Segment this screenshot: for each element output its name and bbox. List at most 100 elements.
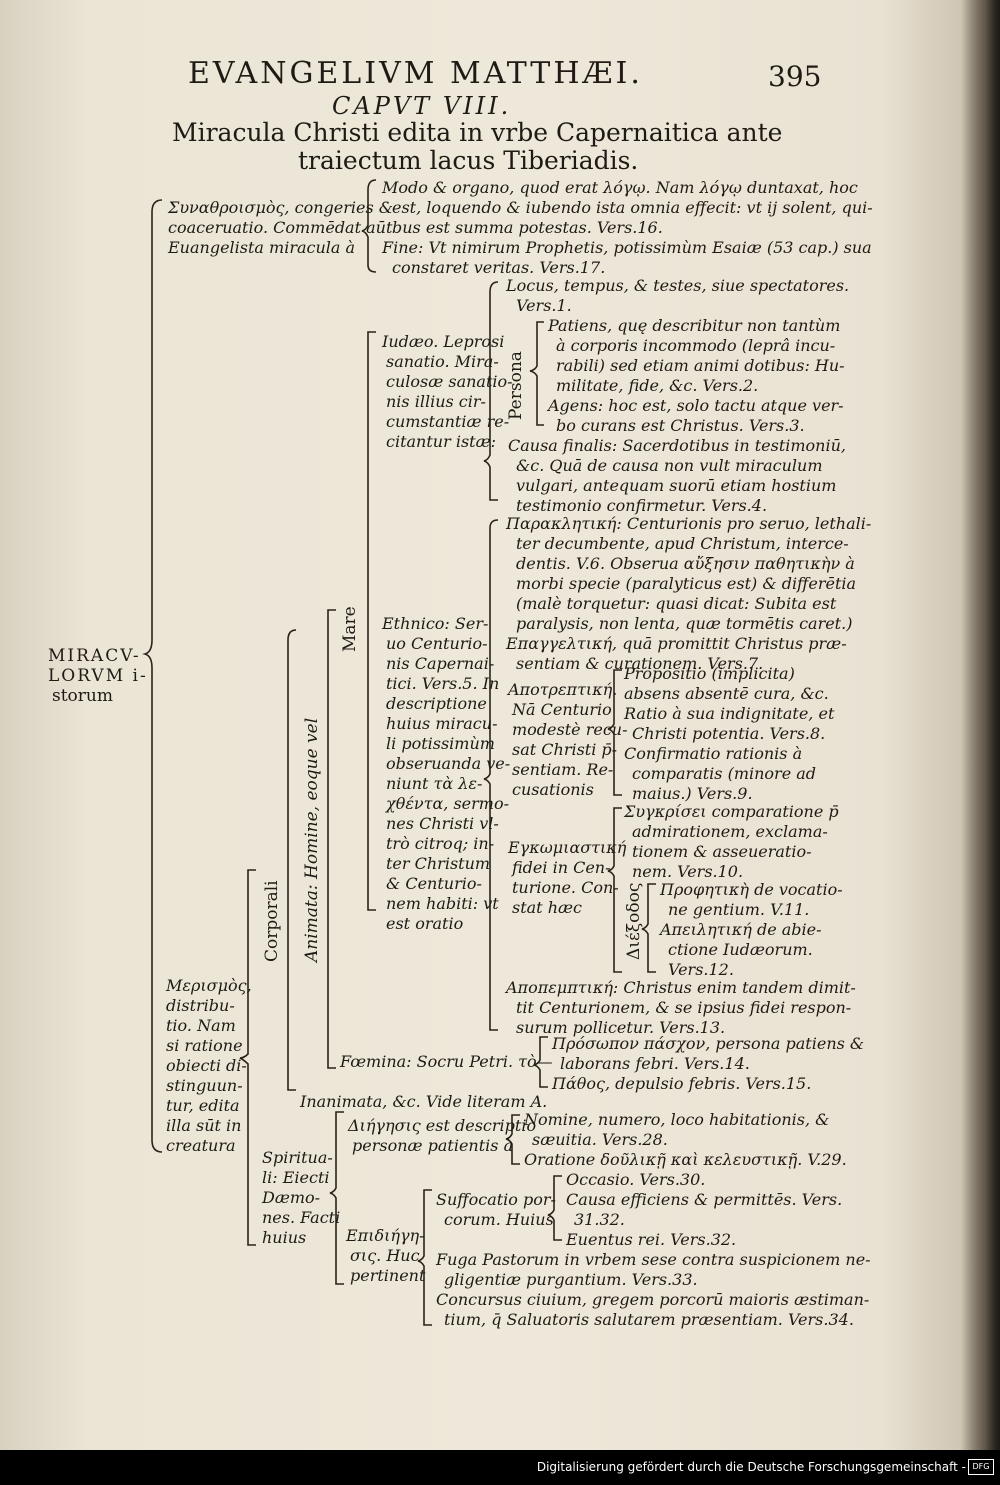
apoprepotike-text: modestè recu-	[512, 720, 628, 739]
enkomiastike-text: turione. Con-	[512, 878, 619, 897]
iudaeo-label: cumstantiæ re-	[386, 412, 510, 431]
paraklitike-text: paralysis, non lenta, quæ tormētis caret…	[516, 614, 853, 633]
causa-finalis-text: Causa finalis: Sacerdotibus in testimoni…	[508, 436, 846, 455]
ethnico-label: nis Capernai-	[386, 654, 495, 673]
spiritu-label: li: Eiecti	[262, 1168, 330, 1187]
ethnico-label: ter Christum	[386, 854, 491, 873]
page-fold-shadow	[962, 0, 1000, 1450]
ethnico-label: tici. Vers.5. In	[386, 674, 500, 693]
synkrisis-text: tionem & asseueratio-	[632, 842, 812, 861]
suffocatio-text: corum. Huius	[444, 1210, 554, 1229]
corporali-label: Corporali	[262, 880, 282, 962]
confirmatio-text: Confirmatio rationis à	[624, 744, 803, 763]
dfg-logo: DFG	[968, 1459, 994, 1475]
epidiegesis-text: Επιδιήγη-	[346, 1226, 425, 1245]
paraklitike-text: dentis. V.6. Obserua αὔξησιν παθητικὴν à	[516, 554, 855, 573]
apopemptike-text: surum pollicetur. Vers.13.	[516, 1018, 726, 1037]
ethnico-label: nem habiti: vt	[386, 894, 499, 913]
apoprepotike-text: sat Christi p̄-	[512, 740, 618, 759]
causa-finalis-text: testimonio confirmetur. Vers.4.	[516, 496, 768, 515]
apoprepotike-text: cusationis	[512, 780, 594, 799]
running-title: EVANGELIVM MATTHÆI.	[188, 56, 643, 91]
prosopon-text: Πρόσωπον πάσχον, persona patiens &	[552, 1034, 865, 1053]
animata-label: Animata: Homine, eoque vel	[302, 717, 322, 962]
epidiegesis-text: pertinent	[350, 1266, 426, 1285]
modo-text: bus est summa potestas. Vers.16.	[392, 218, 663, 237]
ethnico-label: li potissimùm	[386, 734, 495, 753]
apopemptike-text: Αποπεμπτική: Christus enim tandem dimit-	[506, 978, 856, 997]
chapter-heading: CAPVT VIII.	[332, 92, 512, 120]
diegesis-text: personæ patientis à	[352, 1136, 514, 1155]
prosopon-text: laborans febri. Vers.14.	[560, 1054, 750, 1073]
fuga-text: gligentiæ purgantium. Vers.33.	[444, 1270, 698, 1289]
enkomiastike-text: stat hæc	[512, 898, 582, 917]
patiens-text: militate, fide, &c. Vers.2.	[556, 376, 759, 395]
nomine-text: sæuitia. Vers.28.	[532, 1130, 668, 1149]
ethnico-label: Ethnico: Ser-	[382, 614, 489, 633]
merismos-text: creatura	[166, 1136, 236, 1155]
iudaeo-label: Iudæo. Leprosi	[382, 332, 505, 351]
epidiegesis-text: σις. Huc	[350, 1246, 420, 1265]
paraklitike-text: morbi specie (paralyticus est) & differē…	[516, 574, 857, 593]
enkomiastike-text: Εγκωμιαστική	[508, 838, 627, 857]
propositio-text: Propositio (implicita)	[624, 664, 795, 683]
spiritu-label: huius	[262, 1228, 307, 1247]
locus-text: Locus, tempus, & testes, siue spectatore…	[506, 276, 850, 295]
chapter-title-line-1: Miracula Christi edita in vrbe Capernait…	[172, 118, 783, 147]
oratione-text: Oratione δοῦλικῇ καὶ κελευστικῇ. V.29.	[524, 1150, 847, 1169]
suffocatio-text: Suffocatio por-	[436, 1190, 556, 1209]
merismos-text: tur, edita	[166, 1096, 240, 1115]
root-label-line-1: MIRACV-	[48, 646, 141, 666]
chapter-title-line-2: traiectum lacus Tiberiadis.	[298, 146, 639, 175]
paraklitike-text: Παρακλητική: Centurionis pro seruo, leth…	[506, 514, 872, 533]
concursus-text: tium, q̄ Saluatoris salutarem præsentiam…	[444, 1310, 854, 1329]
causa-finalis-text: &c. Quā de causa non vult miraculum	[516, 456, 823, 475]
root-label-line-2: LORVM i-	[48, 666, 148, 686]
confirmatio-text: maius.) Vers.9.	[632, 784, 753, 803]
iudaeo-label: culosæ sanatio-	[386, 372, 513, 391]
ethnico-label: χθέντα, sermo-	[386, 794, 510, 813]
synathroismos-text: coaceruatio. Commēdat aūt	[168, 218, 393, 237]
ethnico-label: & Centurio-	[386, 874, 482, 893]
euentus-text: Euentus rei. Vers.32.	[566, 1230, 737, 1249]
occasio-text: Occasio. Vers.30.	[566, 1170, 706, 1189]
fuga-text: Fuga Pastorum in vrbem sese contra suspi…	[436, 1250, 871, 1269]
ethnico-label: obseruanda ve-	[386, 754, 511, 773]
fine-text: Fine: Vt nimirum Prophetis, potissimùm E…	[382, 238, 872, 257]
apoprepotike-text: Αποτρεπτική.	[508, 680, 618, 699]
ethnico-label: uo Centurio-	[386, 634, 488, 653]
merismos-text: stinguun-	[166, 1076, 243, 1095]
nomine-text: Nomine, numero, loco habitationis, &	[524, 1110, 830, 1129]
apeilitike-text: Απειλητική de abie-	[660, 920, 822, 939]
causa-efficiens-text: Causa efficiens & permittēs. Vers.	[566, 1190, 843, 1209]
book-page: EVANGELIVM MATTHÆI. 395 CAPVT VIII. Mira…	[0, 0, 1000, 1450]
page-number: 395	[768, 60, 822, 93]
foemina-label: Fœmina: Socru Petri. τὸ—	[340, 1052, 553, 1071]
ethnico-label: huius miracu-	[386, 714, 498, 733]
ethnico-label: trò citroq; in-	[386, 834, 495, 853]
paraklitike-text: (malè torquetur: quasi dicat: Subita est	[516, 594, 837, 613]
epangeltike-text: Επαγγελτική, quā promittit Christus præ-	[506, 634, 847, 653]
patiens-text: à corporis incommodo (leprâ incu-	[556, 336, 836, 355]
footer-bar: Digitalisierung gefördert durch die Deut…	[0, 1450, 1000, 1485]
funding-notice: Digitalisierung gefördert durch die Deut…	[536, 1460, 966, 1474]
inanimata-label: Inanimata, &c. Vide literam A.	[300, 1092, 548, 1111]
diexodos-label: Διέξοδος	[624, 882, 644, 960]
synathroismos-text: Συναθροισμὸς, congeries &	[168, 198, 393, 217]
modo-text: est, loquendo & iubendo ista omnia effec…	[392, 198, 873, 217]
agens-text: bo curans est Christus. Vers.3.	[556, 416, 805, 435]
iudaeo-label: citantur istæ:	[386, 432, 497, 451]
diegesis-text: Διήγησις est descriptio	[348, 1116, 537, 1135]
merismos-text: illa sūt in	[166, 1116, 242, 1135]
modo-text: Modo & organo, quod erat λόγῳ. Nam λόγῳ …	[382, 178, 858, 197]
prophetike-text: ne gentium. V.11.	[668, 900, 810, 919]
concursus-text: Concursus ciuium, gregem porcorū maioris…	[436, 1290, 870, 1309]
locus-text: Vers.1.	[516, 296, 572, 315]
synkrisis-text: nem. Vers.10.	[632, 862, 744, 881]
spiritu-label: Spiritua-	[262, 1148, 333, 1167]
iudaeo-label: sanatio. Mira-	[386, 352, 499, 371]
apeilitike-text: Vers.12.	[668, 960, 734, 979]
spiritu-label: Dæmo-	[262, 1188, 321, 1207]
pathos-text: Πάθος, depulsio febris. Vers.15.	[552, 1074, 812, 1093]
causa-efficiens-text: 31.32.	[574, 1210, 625, 1229]
